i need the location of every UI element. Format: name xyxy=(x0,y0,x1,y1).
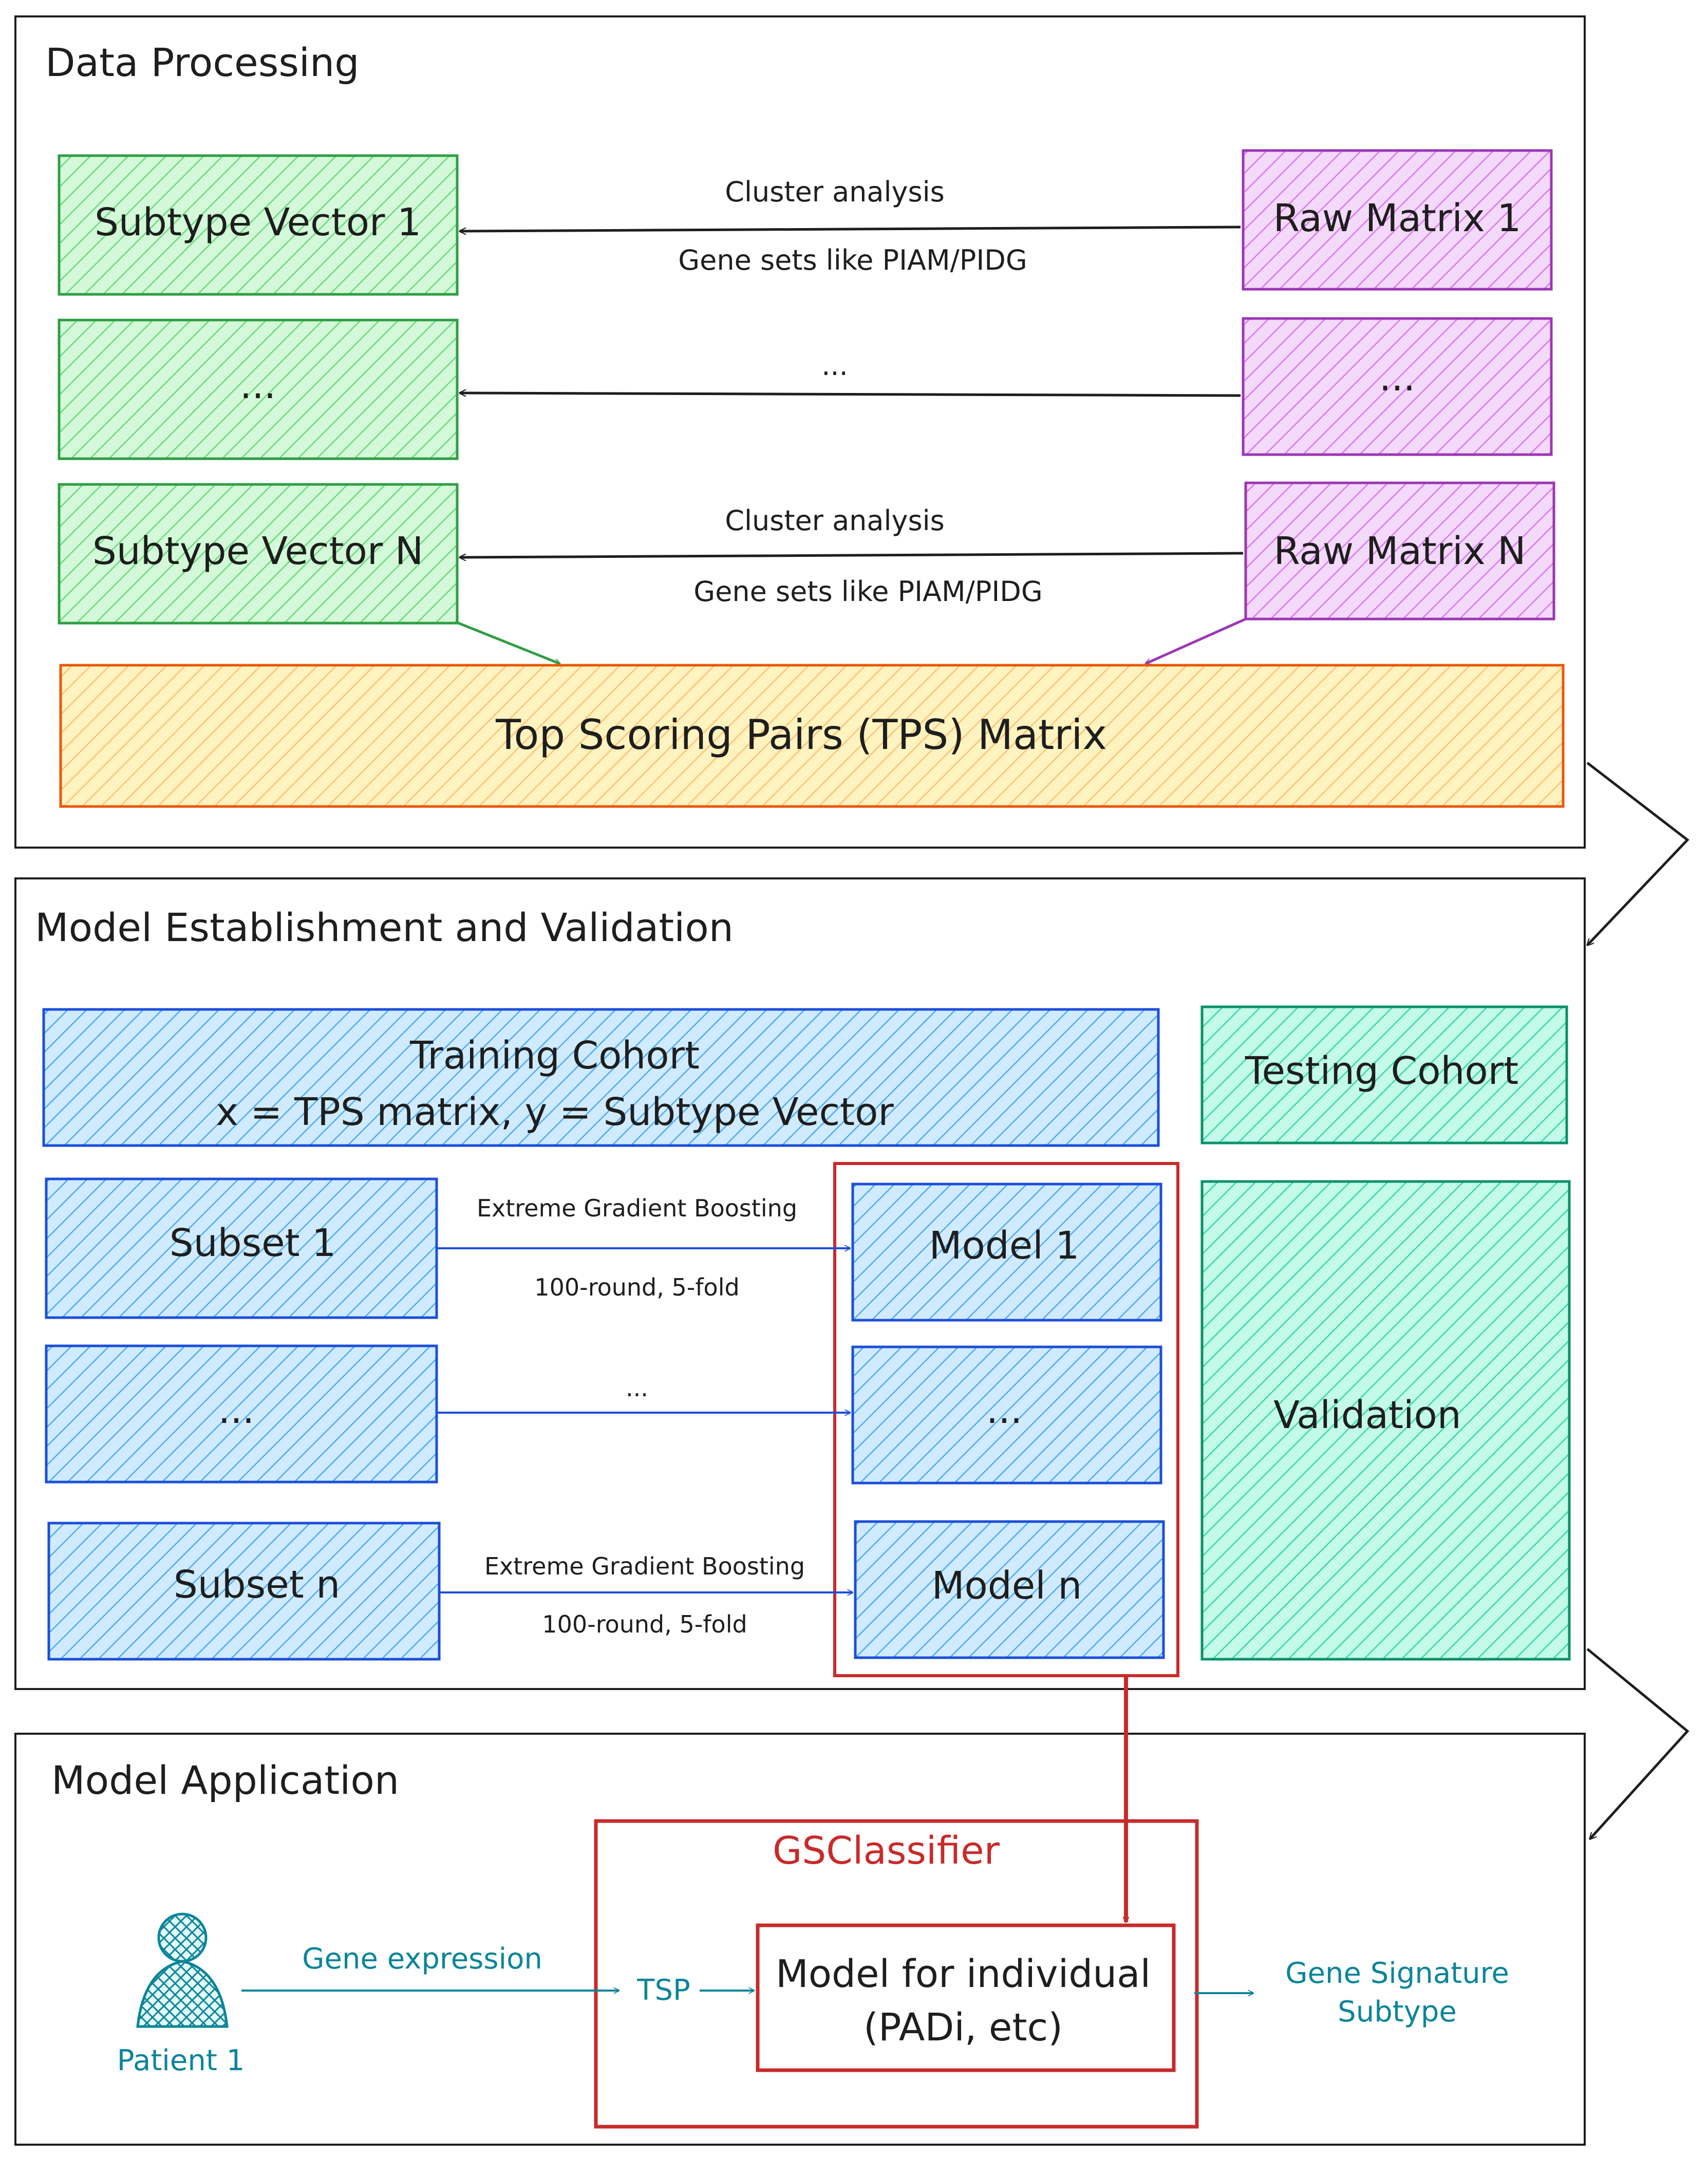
classifier-title: GSClassifier xyxy=(773,1829,1000,1873)
arrow-label: ... xyxy=(821,349,848,382)
tps-matrix-box: Top Scoring Pairs (TPS) Matrix xyxy=(59,664,1565,808)
box-label: Subtype Vector N xyxy=(92,529,423,573)
arrow-label: Gene expression xyxy=(302,1942,542,1976)
box-label: Model n xyxy=(932,1564,1082,1608)
connector-section1-to-2 xyxy=(1587,762,1690,945)
connector-section2-to-3 xyxy=(1586,1648,1690,1839)
box-label: Raw Matrix N xyxy=(1273,529,1526,573)
arrow-cluster-mid xyxy=(460,393,1241,397)
validation-box: Validation xyxy=(1200,1180,1571,1661)
model-1-box: Model 1 xyxy=(851,1183,1162,1322)
output-label: Subtype xyxy=(1338,1995,1457,2029)
box-label: Top Scoring Pairs (TPS) Matrix xyxy=(495,711,1107,759)
section-title: Data Processing xyxy=(45,40,359,85)
box-label: x = TPS matrix, y = Subtype Vector xyxy=(216,1090,894,1134)
model-mid-box: ... xyxy=(851,1345,1162,1485)
box-label: ... xyxy=(986,1388,1023,1432)
tsp-label: TSP xyxy=(636,1974,690,2007)
models-selection-frame xyxy=(833,1162,1179,1677)
arrow-label: Gene sets like PIAM/PIDG xyxy=(678,244,1027,276)
section-data-processing xyxy=(14,15,1586,849)
arrow-green-to-tps xyxy=(457,621,560,664)
training-cohort-box: Training Cohort x = TPS matrix, y = Subt… xyxy=(42,1008,1160,1147)
box-label: Validation xyxy=(1273,1393,1461,1437)
box-label: (PADi, etc) xyxy=(864,2005,1063,2050)
arrow-label: Extreme Gradient Boosting xyxy=(484,1552,805,1580)
section-model-application xyxy=(14,1733,1586,2146)
section-title: Model Establishment and Validation xyxy=(35,905,734,950)
arrow-label: 100-round, 5-fold xyxy=(534,1273,739,1301)
arrow-label: ... xyxy=(626,1374,648,1402)
subset-mid-box: ... xyxy=(45,1344,438,1484)
box-label: Training Cohort xyxy=(409,1034,700,1078)
box-label: ... xyxy=(218,1388,255,1432)
model-individual-box: Model for individual (PADi, etc) xyxy=(756,1923,1176,2072)
box-label: ... xyxy=(1379,355,1416,400)
box-label: Model 1 xyxy=(929,1224,1080,1268)
section-model-establishment xyxy=(14,877,1586,1690)
raw-matrix-mid-box: ... xyxy=(1242,317,1553,456)
box-label: Model for individual xyxy=(776,1952,1151,1996)
gsclassifier-frame: GSClassifier xyxy=(594,1819,1199,2129)
output-label: Gene Signature xyxy=(1285,1957,1509,1990)
subtype-vector-mid-box: ... xyxy=(58,318,459,460)
arrow-label: Extreme Gradient Boosting xyxy=(477,1194,797,1222)
raw-matrix-n-box: Raw Matrix N xyxy=(1244,481,1555,621)
subtype-vector-n-box: Subtype Vector N xyxy=(58,483,459,625)
subset-n-box: Subset n xyxy=(47,1522,441,1661)
arrow-label: Cluster analysis xyxy=(725,176,944,208)
box-label: Subset n xyxy=(174,1563,340,1607)
patient-icon xyxy=(136,1912,229,2028)
raw-matrix-1-box: Raw Matrix 1 xyxy=(1242,149,1553,291)
testing-cohort-box: Testing Cohort xyxy=(1200,1005,1568,1145)
arrow-cluster-1 xyxy=(460,226,1241,231)
subset-1-box: Subset 1 xyxy=(45,1177,438,1319)
subtype-vector-1-box: Subtype Vector 1 xyxy=(58,154,459,296)
box-label: Raw Matrix 1 xyxy=(1273,196,1522,240)
box-label: Testing Cohort xyxy=(1245,1049,1518,1093)
arrow-purple-to-tps xyxy=(1146,617,1247,665)
box-label: Subset 1 xyxy=(170,1221,336,1265)
model-n-box: Model n xyxy=(854,1520,1165,1659)
patient-label: Patient 1 xyxy=(117,2044,245,2077)
box-label: ... xyxy=(240,363,276,407)
arrow-cluster-n xyxy=(460,552,1244,557)
section-title: Model Application xyxy=(51,1757,399,1803)
arrow-label: Gene sets like PIAM/PIDG xyxy=(693,575,1042,608)
arrow-label: 100-round, 5-fold xyxy=(542,1610,747,1638)
box-label: Subtype Vector 1 xyxy=(95,200,421,245)
arrow-label: Cluster analysis xyxy=(725,504,944,537)
